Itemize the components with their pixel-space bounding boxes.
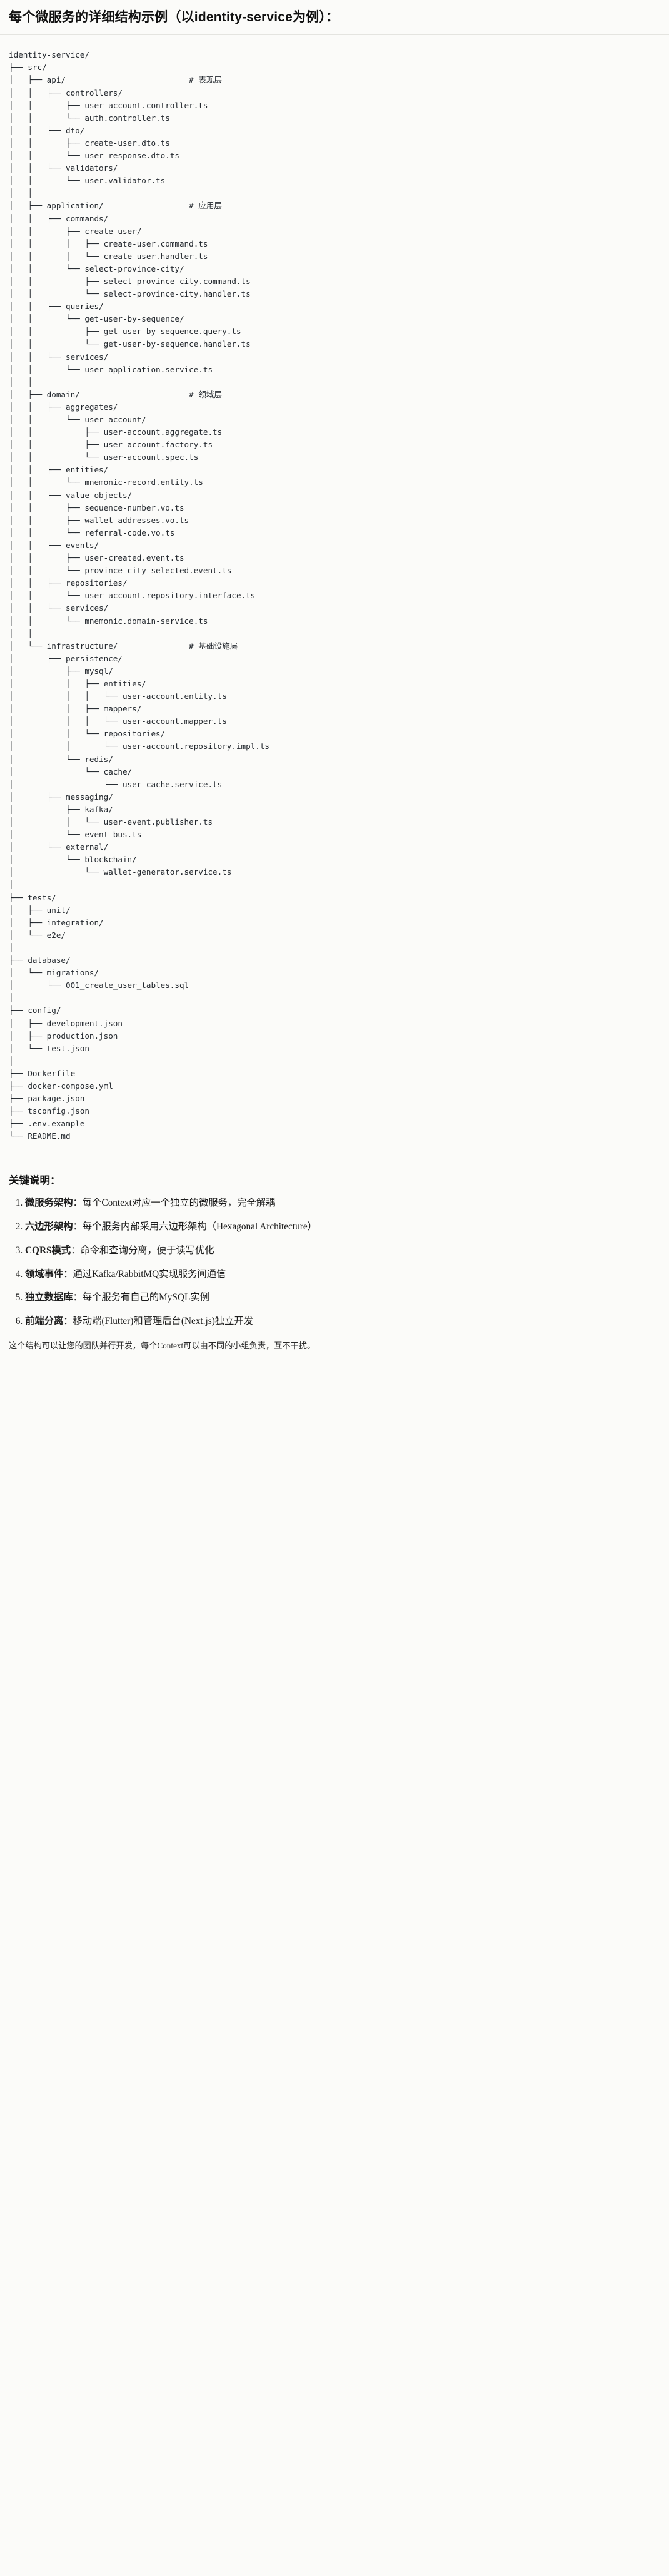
closing-paragraph: 这个结构可以让您的团队并行开发，每个Context可以由不同的小组负责，互不干扰… [9,1340,316,1350]
directory-tree-block: identity-service/ ├── src/ │ ├── api/ # … [0,35,669,1159]
note-term: CQRS模式 [25,1245,71,1256]
key-notes-list: 微服务架构：每个Context对应一个独立的微服务，完全解耦 六边形架构：每个服… [9,1196,660,1328]
list-item: 微服务架构：每个Context对应一个独立的微服务，完全解耦 [25,1196,660,1211]
note-term: 六边形架构 [25,1221,73,1233]
key-notes-title: 关键说明： [9,1175,61,1187]
list-item: CQRS模式：命令和查询分离，便于读写优化 [25,1243,660,1258]
directory-tree: identity-service/ ├── src/ │ ├── api/ # … [9,50,270,1141]
list-item: 领域事件：通过Kafka/RabbitMQ实现服务间通信 [25,1267,660,1282]
note-desc: ：命令和查询分离，便于读写优化 [71,1245,214,1256]
note-desc: ：通过Kafka/RabbitMQ实现服务间通信 [63,1268,226,1280]
heading-divider [0,34,669,36]
list-item: 前端分离：移动端(Flutter)和管理后台(Next.js)独立开发 [25,1314,660,1329]
note-desc: ：每个服务有自己的MySQL实例 [73,1292,209,1303]
document-page: 每个微服务的详细结构示例（以identity-service为例）： ident… [0,0,669,1367]
note-desc: ：每个服务内部采用六边形架构（Hexagonal Architecture） [73,1221,317,1233]
page-title: 每个微服务的详细结构示例（以identity-service为例）： [9,10,340,24]
note-term: 独立数据库 [25,1292,73,1303]
note-term: 领域事件 [25,1268,64,1280]
list-item: 六边形架构：每个服务内部采用六边形架构（Hexagonal Architectu… [25,1219,660,1235]
note-term: 前端分离 [25,1315,64,1326]
key-notes-section: 关键说明： 微服务架构：每个Context对应一个独立的微服务，完全解耦 六边形… [0,1159,669,1367]
note-desc: ：每个Context对应一个独立的微服务，完全解耦 [73,1198,276,1209]
note-desc: ：移动端(Flutter)和管理后台(Next.js)独立开发 [63,1315,253,1326]
note-term: 微服务架构 [25,1198,73,1209]
list-item: 独立数据库：每个服务有自己的MySQL实例 [25,1290,660,1305]
